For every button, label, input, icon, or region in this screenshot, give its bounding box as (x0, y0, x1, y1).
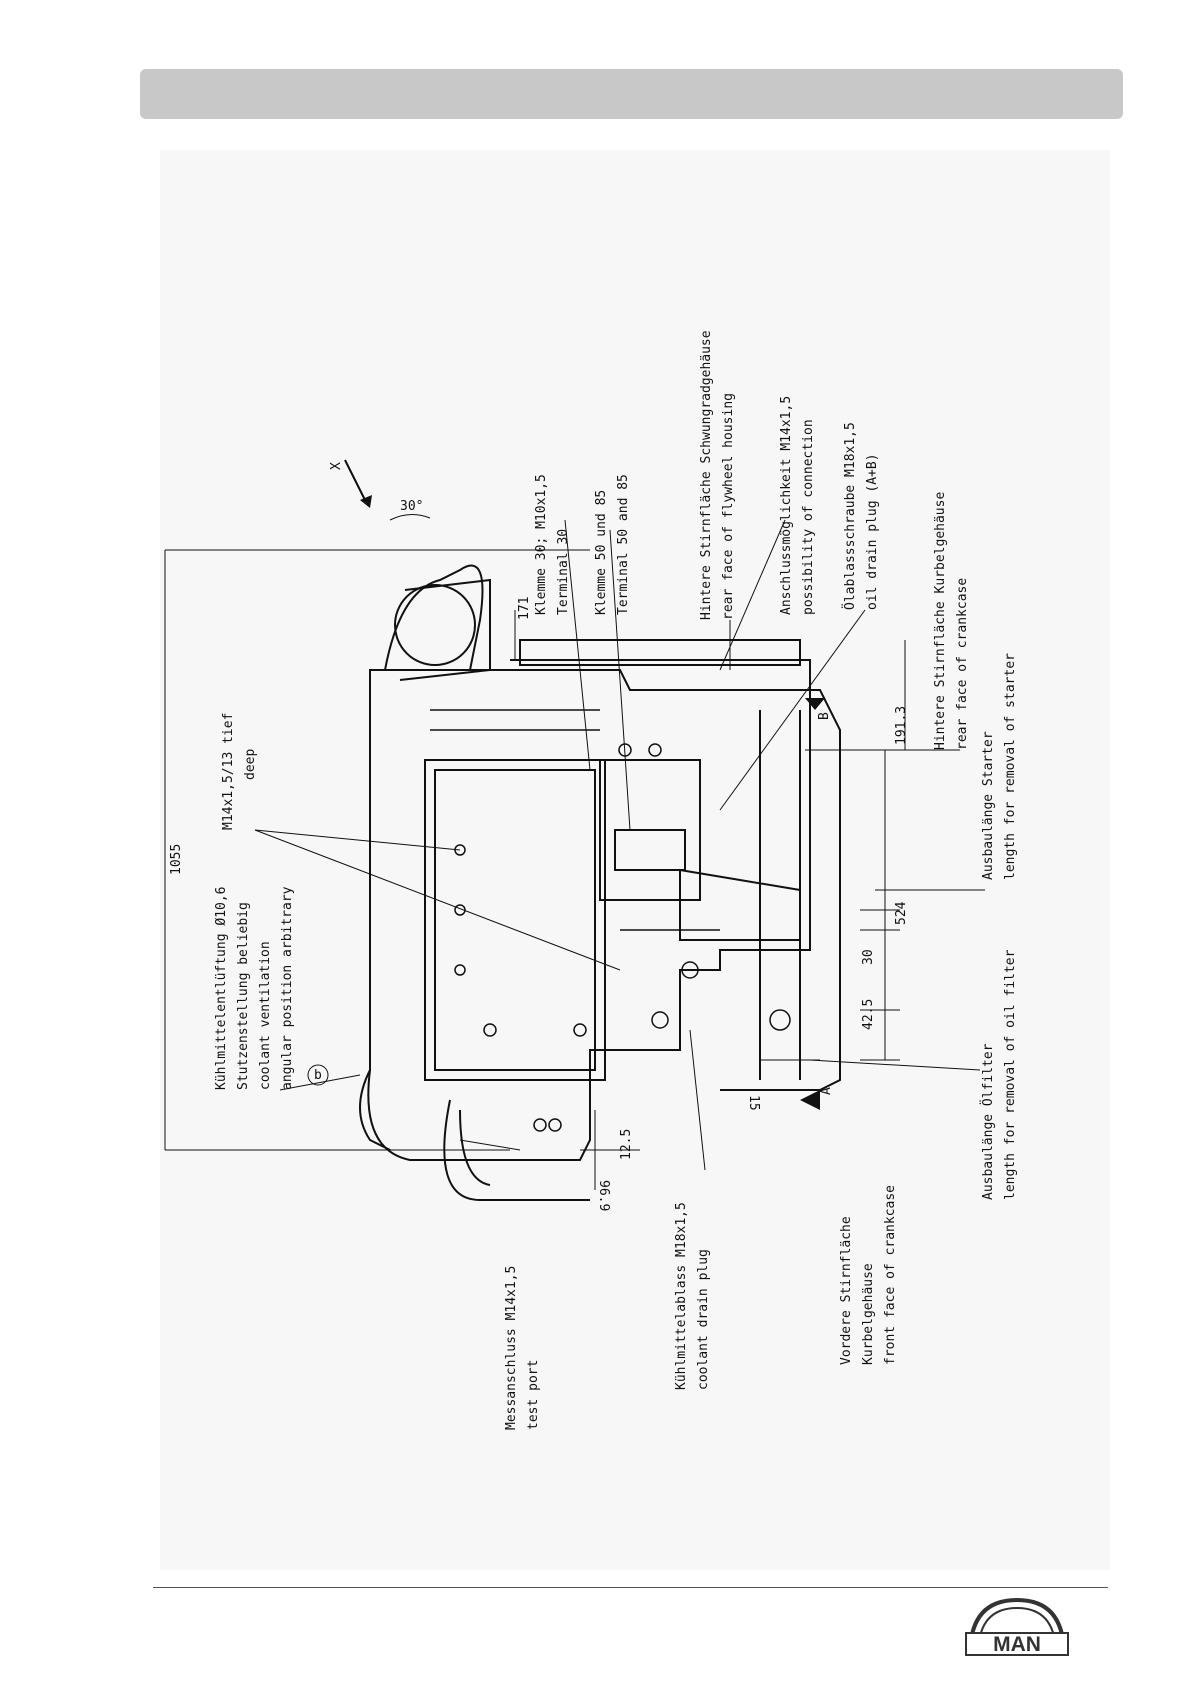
marker-b: B (817, 712, 832, 720)
test-port-line2: test port (526, 1360, 541, 1430)
front-face-line3: front face of crankcase (883, 1185, 898, 1365)
marker-x: X (329, 462, 344, 470)
terminal30-line2: Terminal 30 (556, 529, 571, 615)
footer-rule (153, 1587, 1108, 1588)
arrow-a (800, 1090, 820, 1110)
dim-30: 30 (861, 949, 876, 965)
man-logo: MAN (962, 1595, 1072, 1661)
label-starter-removal: Ausbaulänge Starter length for removal o… (981, 653, 1018, 880)
oil-drain-line1: Ölablassschraube M18x1,5 (841, 422, 858, 610)
dim-angle: 30° (400, 499, 423, 514)
dim-overall: 1055 (169, 844, 184, 875)
marker-b-small: b (314, 1068, 322, 1083)
dim-42: 42.5 (861, 999, 876, 1030)
engine-drawing: Kühlmittelentlüftung Ø10,6 Stutzenstellu… (160, 150, 1110, 1570)
oil-filter-line1: Ausbaulänge Ölfilter (979, 1043, 996, 1200)
leader-lines (254, 519, 985, 1171)
logo-text: MAN (993, 1633, 1041, 1656)
label-oil-drain: Ölablassschraube M18x1,5 oil drain plug … (841, 422, 880, 610)
engine-details (430, 709, 791, 1132)
starter-line1: Ausbaulänge Starter (981, 731, 996, 880)
label-tapped-hole: M14x1,5/13 tief deep (221, 713, 258, 830)
arrow-b (805, 698, 825, 710)
dim-96: 96.9 (596, 1180, 611, 1211)
label-oil-filter-removal: Ausbaulänge Ölfilter length for removal … (979, 949, 1018, 1200)
front-face-line2: Kurbelgehäuse (861, 1263, 876, 1365)
rear-crankcase-line1: Hintere Stirnfläche Kurbelgehäuse (933, 492, 948, 750)
coolant-drain-line1: Kühlmittelablass M18x1,5 (674, 1202, 689, 1390)
dim-12: 12.5 (619, 1129, 634, 1160)
coolant-vent-line4: angular position arbitrary (280, 886, 295, 1090)
terminal50-line1: Klemme 50 und 85 (594, 490, 609, 615)
tapped-hole-line2: deep (243, 749, 258, 780)
engine-drawing-svg: Kühlmittelentlüftung Ø10,6 Stutzenstellu… (164, 330, 1018, 1430)
tapped-hole-line1: M14x1,5/13 tief (221, 713, 236, 830)
oil-filter-line2: length for removal of oil filter (1003, 949, 1018, 1200)
connection-line1: Anschlussmöglichkeit M14x1,5 (779, 396, 794, 615)
coolant-drain-line2: coolant drain plug (696, 1249, 711, 1390)
label-connection: Anschlussmöglichkeit M14x1,5 possibility… (779, 396, 816, 615)
dim-15: 15 (746, 1095, 761, 1111)
rear-crankcase-line2: rear face of crankcase (955, 578, 970, 750)
label-front-face: Vordere Stirnfläche Kurbelgehäuse front … (839, 1185, 898, 1365)
starter-line2: length for removal of starter (1003, 653, 1018, 880)
label-coolant-vent: Kühlmittelentlüftung Ø10,6 Stutzenstellu… (214, 886, 295, 1090)
marker-a: A (819, 1087, 834, 1095)
coolant-vent-line1: Kühlmittelentlüftung Ø10,6 (214, 887, 229, 1091)
dim-171: 171 (517, 597, 532, 620)
label-coolant-drain: Kühlmittelablass M18x1,5 coolant drain p… (674, 1202, 711, 1390)
terminal30-line1: Klemme 30; M10x1,5 (534, 474, 549, 615)
engine-outline (359, 564, 841, 1201)
coolant-vent-line2: Stutzenstellung beliebig (236, 902, 251, 1090)
arrow-x (344, 459, 372, 508)
label-test-port: Messanschluss M14x1,5 test port (504, 1266, 541, 1430)
dim-191: 191.3 (894, 706, 909, 745)
flywheel-line1: Hintere Stirnfläche Schwungradgehäuse (699, 330, 714, 620)
dimension-lines (164, 549, 920, 1190)
label-terminal-50: Klemme 50 und 85 Terminal 50 and 85 (594, 474, 631, 615)
oil-drain-line2: oil drain plug (A+B) (865, 453, 880, 610)
marker-b-small-circle: b (307, 1064, 329, 1086)
header-bar (140, 69, 1123, 119)
flywheel-line2: rear face of flywheel housing (721, 393, 736, 620)
coolant-vent-line3: coolant ventilation (258, 941, 273, 1090)
label-rear-face-crankcase: Hintere Stirnfläche Kurbelgehäuse rear f… (933, 492, 970, 750)
label-flywheel-housing: Hintere Stirnfläche Schwungradgehäuse re… (699, 330, 736, 620)
angle-arc (389, 514, 431, 521)
test-port-line1: Messanschluss M14x1,5 (504, 1266, 519, 1430)
front-face-line1: Vordere Stirnfläche (839, 1216, 854, 1365)
connection-line2: possibility of connection (801, 419, 816, 615)
label-terminal-30: Klemme 30; M10x1,5 Terminal 30 (534, 474, 571, 615)
terminal50-line2: Terminal 50 and 85 (616, 474, 631, 615)
dim-524: 524 (894, 901, 909, 925)
